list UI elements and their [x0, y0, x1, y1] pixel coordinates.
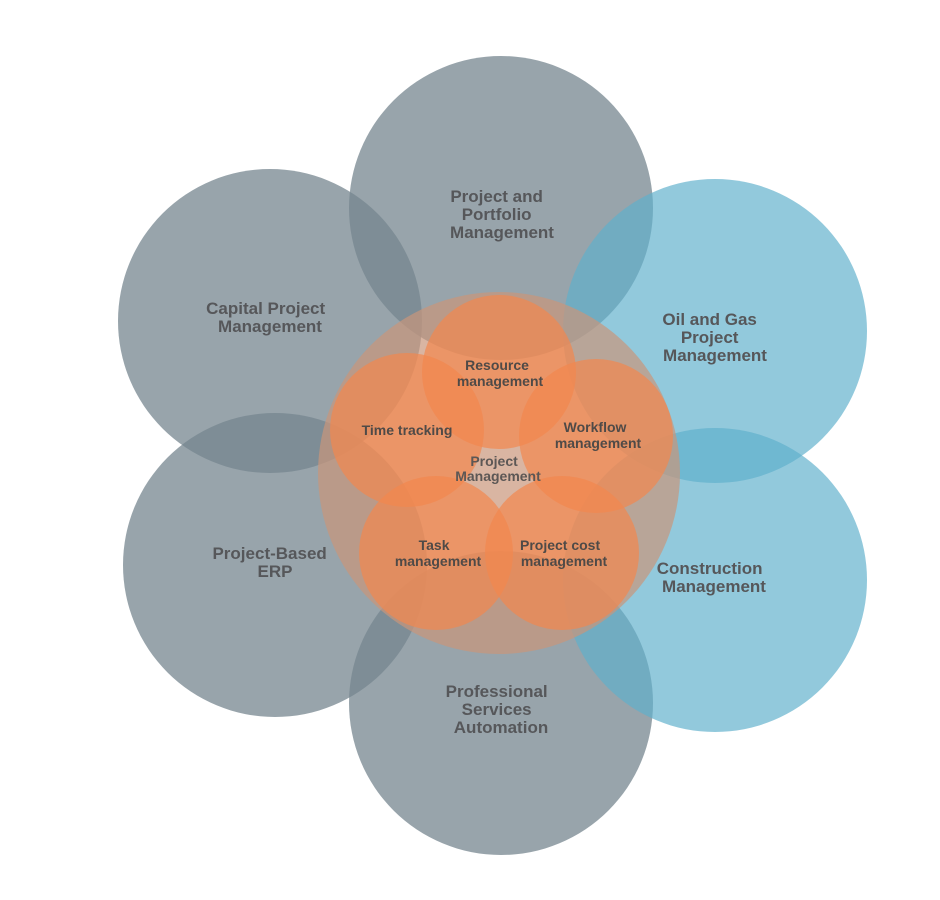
- capital-project-label: Capital Project Management: [206, 299, 330, 336]
- workflow-management-label: Workflow management: [555, 419, 642, 451]
- project-portfolio-label: Project and Portfolio Management: [450, 187, 554, 242]
- project-cost-management-label: Project cost management: [520, 537, 608, 569]
- project-cost-management-circle: [485, 476, 639, 630]
- time-tracking-circle: [330, 353, 484, 507]
- construction-label: Construction Management: [657, 559, 768, 596]
- oil-gas-label: Oil and Gas Project Management: [662, 310, 767, 365]
- time-tracking-label: Time tracking: [362, 422, 453, 438]
- resource-management-label: Resource management: [457, 357, 544, 389]
- workflow-management-circle: [519, 359, 673, 513]
- project-management-center-label: Project Management: [455, 453, 541, 484]
- task-management-label: Task management: [395, 537, 482, 569]
- professional-services-label: Professional Services Automation: [446, 682, 553, 737]
- project-based-erp-label: Project-Based ERP: [212, 544, 331, 581]
- task-management-circle: [359, 476, 513, 630]
